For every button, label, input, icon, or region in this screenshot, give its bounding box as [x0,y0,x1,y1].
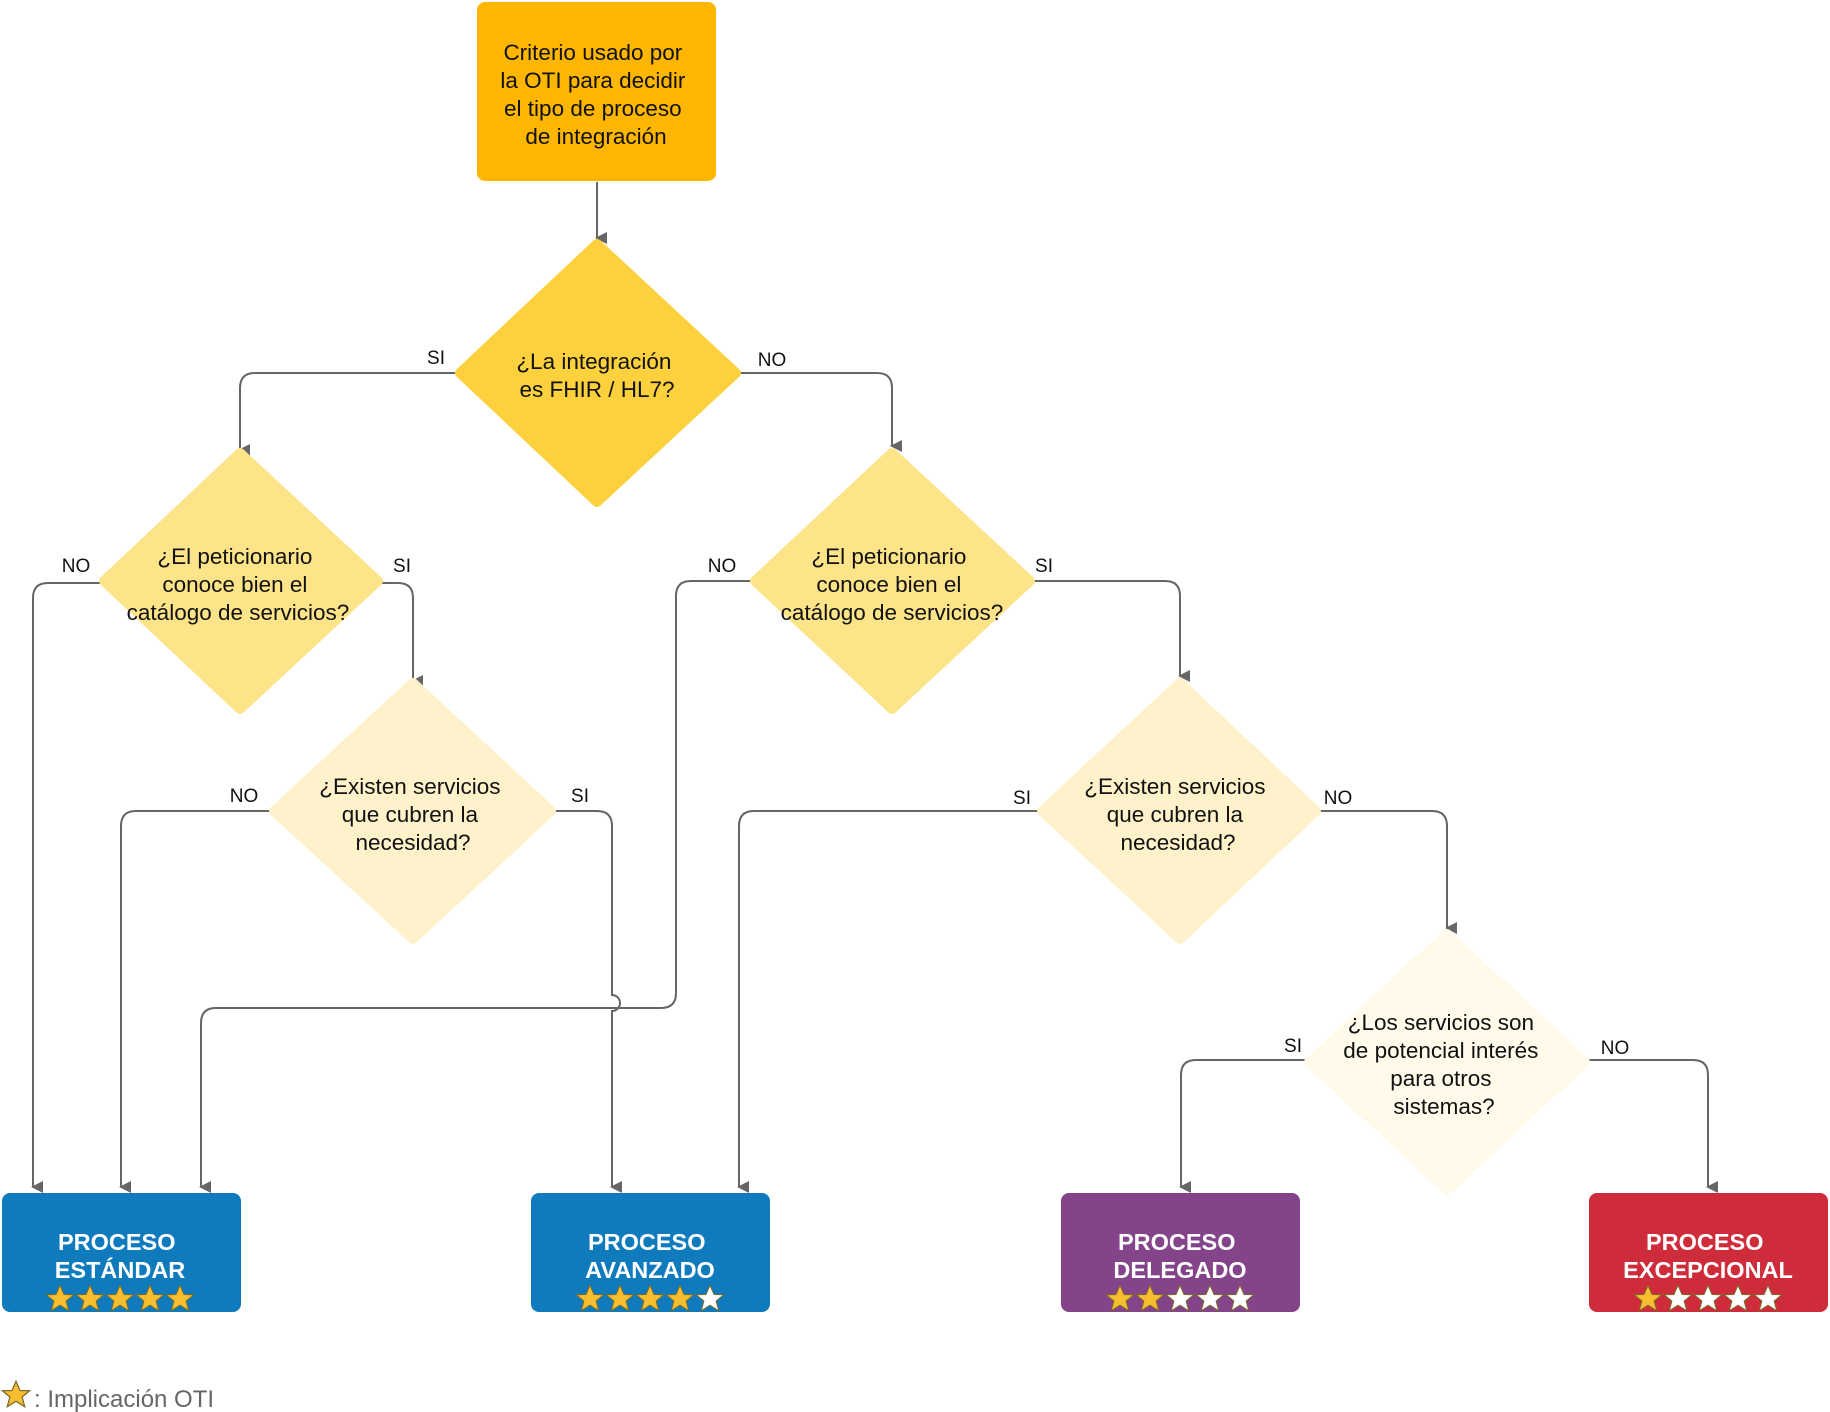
decision-d3: ¿El peticionario conoce bien el catálogo… [750,448,1035,714]
decision-d4-text: ¿Existen servicios que cubren la necesid… [319,774,507,855]
decision-d3-text: ¿El peticionario conoce bien el catálogo… [781,544,1004,625]
star-filled-icon [134,1283,166,1312]
outcome-excepcional: PROCESO EXCEPCIONAL [1589,1193,1828,1312]
edge-d1-no [736,372,902,452]
star-filled-icon [44,1283,76,1312]
outcome-excepcional-title: PROCESO EXCEPCIONAL [1623,1229,1793,1283]
edge-d4-si [551,810,622,1193]
edges [31,182,1718,1193]
edge-label-d1-si: SI [427,348,445,369]
star-filled-icon [164,1283,196,1312]
legend-text: : Implicación OTI [34,1386,214,1412]
star-empty-icon [1224,1283,1256,1312]
star-filled-icon [74,1283,106,1312]
edge-label-d2-no: NO [62,556,91,577]
legend-star-icon [1,1380,31,1408]
edge-label-d6-si: SI [1284,1036,1302,1057]
edge-d4-no [119,810,274,1193]
outcome-delegado-title: PROCESO DELEGADO [1113,1229,1246,1283]
outcome-estandar: PROCESO ESTÁNDAR [2,1193,241,1312]
start-node: Criterio usado por la OTI para decidir e… [477,2,716,181]
legend: : Implicación OTI [1,1380,214,1412]
edge-label-d2-si: SI [393,556,411,577]
star-empty-icon [1164,1283,1196,1312]
decision-d6-text: ¿Los servicios son de potencial interés … [1343,1010,1544,1119]
edge-d3-no [199,580,755,1193]
decision-d1: ¿La integración es FHIR / HL7? [455,239,741,507]
outcome-avanzado-stars [574,1283,726,1312]
star-filled-icon [664,1283,696,1312]
edge-label-d3-no: NO [708,556,737,577]
outcome-avanzado-title: PROCESO AVANZADO [585,1229,715,1283]
outcome-avanzado: PROCESO AVANZADO [531,1193,770,1312]
start-node-text: Criterio usado por la OTI para decidir e… [500,40,691,149]
star-empty-icon [1194,1283,1226,1312]
edge-d1-si [238,372,460,456]
edge-label-d3-si: SI [1035,556,1053,577]
edge-d6-no [1585,1059,1718,1193]
edge-d2-si [378,582,423,687]
decision-d2: ¿El peticionario conoce bien el catálogo… [99,448,383,714]
decision-d6: ¿Los servicios son de potencial interés … [1304,929,1590,1195]
edge-d5-no [1316,810,1457,934]
edge-label-d5-si: SI [1013,788,1031,809]
star-filled-icon [1632,1283,1664,1312]
edge-label-d5-no: NO [1324,788,1353,809]
edge-label-d6-no: NO [1601,1038,1630,1059]
outcome-delegado: PROCESO DELEGADO [1061,1193,1300,1312]
edge-d3-si [1030,580,1190,682]
outcome-estandar-stars [44,1283,196,1312]
star-filled-icon [1134,1283,1166,1312]
outcome-excepcional-stars [1632,1283,1784,1312]
edge-label-d1-no: NO [758,350,787,371]
edge-label-d4-si: SI [571,786,589,807]
star-filled-icon [1104,1283,1136,1312]
star-empty-icon [694,1283,726,1312]
star-empty-icon [1692,1283,1724,1312]
star-empty-icon [1722,1283,1754,1312]
edge-d6-si [1179,1059,1309,1193]
outcome-delegado-stars [1104,1283,1256,1312]
star-filled-icon [574,1283,606,1312]
decision-d2-text: ¿El peticionario conoce bien el catálogo… [127,544,350,625]
edge-label-d4-no: NO [230,786,259,807]
edge-d5-si [737,810,1042,1193]
decision-d5: ¿Existen servicios que cubren la necesid… [1037,678,1321,944]
star-empty-icon [1752,1283,1784,1312]
star-empty-icon [1662,1283,1694,1312]
edge-d2-no [31,582,104,1193]
star-filled-icon [634,1283,666,1312]
decision-d4: ¿Existen servicios que cubren la necesid… [269,678,556,944]
edge-labels: SI NO NO SI NO SI NO SI SI NO SI NO [62,348,1630,1059]
decision-d1-text: ¿La integración es FHIR / HL7? [516,349,677,402]
decision-d5-text: ¿Existen servicios que cubren la necesid… [1084,774,1272,855]
star-filled-icon [104,1283,136,1312]
outcome-estandar-title: PROCESO ESTÁNDAR [55,1229,186,1283]
star-filled-icon [604,1283,636,1312]
